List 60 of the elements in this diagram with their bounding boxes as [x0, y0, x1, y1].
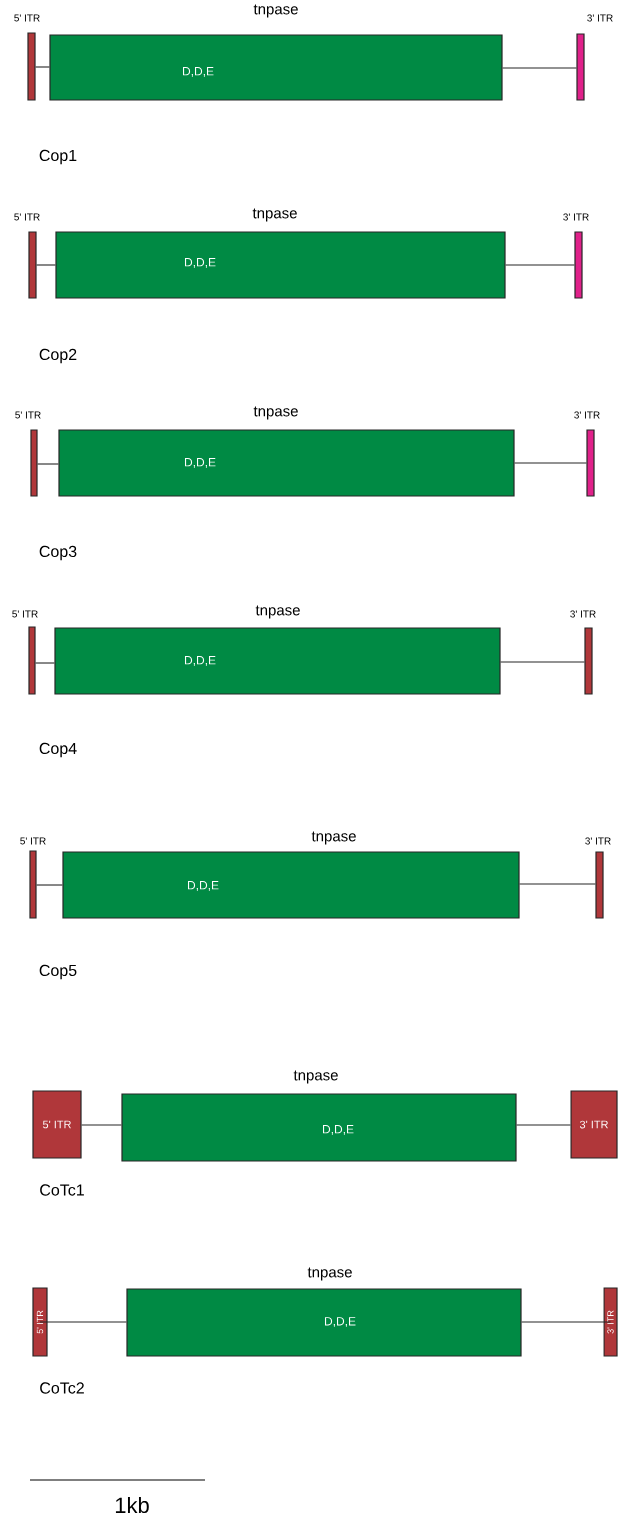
itr-bar: 3' ITR: [563, 213, 589, 299]
itr-bar: 3' ITR: [574, 411, 600, 497]
itr-box: 5' ITR: [32, 1090, 82, 1159]
connector-line: [505, 264, 575, 266]
gene-box: tnpase D,D,E: [54, 605, 501, 695]
element-name: Cop5: [39, 964, 77, 980]
node-label: 5' ITR: [12, 610, 38, 618]
node-label: tnpase: [293, 1070, 338, 1084]
connector-line: [37, 463, 59, 465]
connector-line: [516, 1124, 571, 1126]
itr-box: 5' ITR: [32, 1287, 48, 1357]
connector-line: [39, 1321, 127, 1323]
connector-line: [500, 661, 585, 663]
scale-label: 1kb: [115, 1496, 149, 1514]
node-label: tnpase: [252, 208, 297, 222]
itr-bar: 5' ITR: [14, 14, 40, 101]
gene-box: tnpase D,D,E: [62, 831, 520, 919]
connector-line: [35, 66, 50, 68]
node-label: 3' ITR: [563, 213, 589, 221]
connector-line: [81, 1124, 122, 1126]
connector-line: [36, 884, 63, 886]
gene-box: tnpase D,D,E: [126, 1267, 522, 1357]
itr-bar: 5' ITR: [15, 411, 41, 497]
node-label: 3' ITR: [570, 610, 596, 618]
itr-bar: 5' ITR: [12, 610, 38, 695]
node-label: 5' ITR: [14, 14, 40, 22]
element-name: Cop4: [39, 742, 77, 758]
connector-line: [36, 264, 56, 266]
itr-bar: 5' ITR: [20, 837, 46, 919]
node-label: tnpase: [253, 4, 298, 18]
node-label: tnpase: [253, 406, 298, 420]
node-label: 5' ITR: [14, 213, 40, 221]
connector-line: [521, 1321, 612, 1323]
element-name: CoTc1: [40, 1184, 84, 1196]
node-label: 5' ITR: [15, 411, 41, 419]
itr-box: 3' ITR: [570, 1090, 618, 1159]
node-label: 3' ITR: [574, 411, 600, 419]
element-name: Cop1: [39, 149, 77, 165]
connector-line: [502, 67, 577, 69]
gene-box: tnpase D,D,E: [121, 1070, 517, 1162]
itr-bar: 3' ITR: [576, 14, 613, 101]
connector-line: [514, 462, 587, 464]
node-label: tnpase: [255, 605, 300, 619]
node-label: tnpase: [307, 1267, 352, 1281]
element-name: CoTc2: [40, 1382, 84, 1394]
itr-bar: 3' ITR: [570, 610, 596, 695]
node-label: tnpase: [311, 831, 356, 845]
itr-box: 3' ITR: [603, 1287, 618, 1357]
node-label: 5' ITR: [20, 837, 46, 845]
gene-box: tnpase D,D,E: [55, 208, 506, 299]
itr-bar: 3' ITR: [585, 837, 611, 919]
gene-box: tnpase D,D,E: [49, 4, 503, 101]
connector-line: [35, 662, 55, 664]
node-label: 3' ITR: [585, 837, 611, 845]
element-name: Cop3: [39, 545, 77, 561]
node-label: 3' ITR: [587, 14, 613, 22]
itr-bar: 5' ITR: [14, 213, 40, 299]
connector-line: [519, 883, 596, 885]
gene-box: tnpase D,D,E: [58, 406, 515, 497]
element-name: Cop2: [39, 348, 77, 364]
